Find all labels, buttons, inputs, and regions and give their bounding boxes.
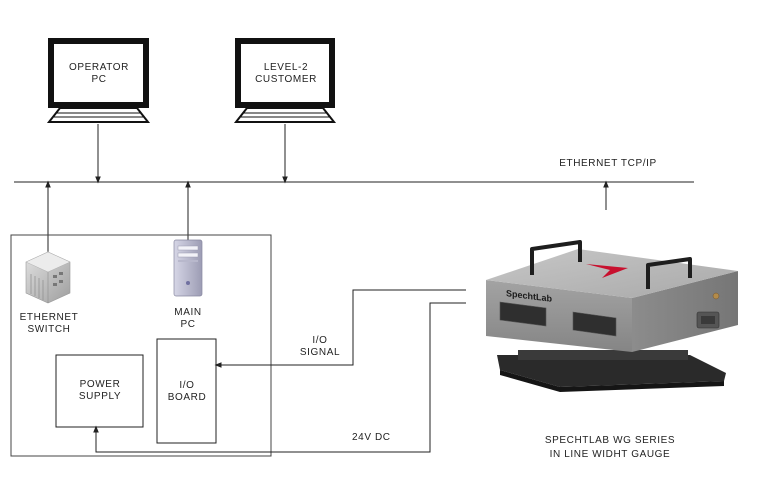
- level2-customer-label: LEVEL-2 CUSTOMER: [248, 62, 324, 86]
- io-board-label-line1: I/O: [179, 380, 195, 391]
- main-pc-label-line1: MAIN: [174, 307, 202, 318]
- width-gauge-device: [486, 240, 738, 392]
- operator-pc-monitor: [46, 38, 151, 123]
- io-signal-label-line2: SIGNAL: [299, 347, 341, 358]
- io-signal-label-line1: I/O: [312, 335, 328, 346]
- ethernet-bus-label: ETHERNET TCP/IP: [559, 158, 657, 169]
- device-caption: SPECHTLAB WG SERIES IN LINE WIDHT GAUGE: [510, 434, 710, 462]
- main-pc-label: MAIN PC: [163, 307, 213, 331]
- ethernet-switch-label-line2: SWITCH: [27, 324, 71, 335]
- io-board-label: I/O BOARD: [158, 380, 216, 404]
- ethernet-switch-label: ETHERNET SWITCH: [14, 312, 84, 336]
- power-supply-label: POWER SUPPLY: [58, 379, 142, 403]
- ethernet-switch-label-line1: ETHERNET: [19, 312, 79, 323]
- operator-pc-label-line2: PC: [91, 74, 107, 85]
- power-line: [93, 302, 466, 453]
- io-signal-label: I/O SIGNAL: [290, 335, 350, 359]
- operator-pc-label-line1: OPERATOR: [69, 62, 129, 73]
- power-supply-box: [55, 354, 144, 428]
- device-caption-line1: SPECHTLAB WG SERIES: [544, 435, 676, 446]
- device-caption-line2: IN LINE WIDHT GAUGE: [549, 449, 671, 460]
- ethernet-switch-icon: [25, 251, 71, 304]
- control-cabinet: [10, 234, 272, 457]
- level2-customer-monitor: [233, 38, 337, 123]
- io-signal-line: [214, 289, 466, 368]
- power-signal-label: 24V DC: [352, 432, 391, 443]
- main-pc-tower-icon: [173, 239, 203, 297]
- power-supply-label-line1: POWER: [79, 379, 121, 390]
- io-board-box: [156, 338, 217, 444]
- level2-customer-label-line1: LEVEL-2: [263, 62, 309, 73]
- main-pc-label-line2: PC: [180, 319, 196, 330]
- io-board-label-line2: BOARD: [167, 392, 207, 403]
- power-supply-label-line2: SUPPLY: [78, 391, 122, 402]
- operator-pc-label: OPERATOR PC: [61, 62, 137, 86]
- level2-customer-label-line2: CUSTOMER: [255, 74, 317, 85]
